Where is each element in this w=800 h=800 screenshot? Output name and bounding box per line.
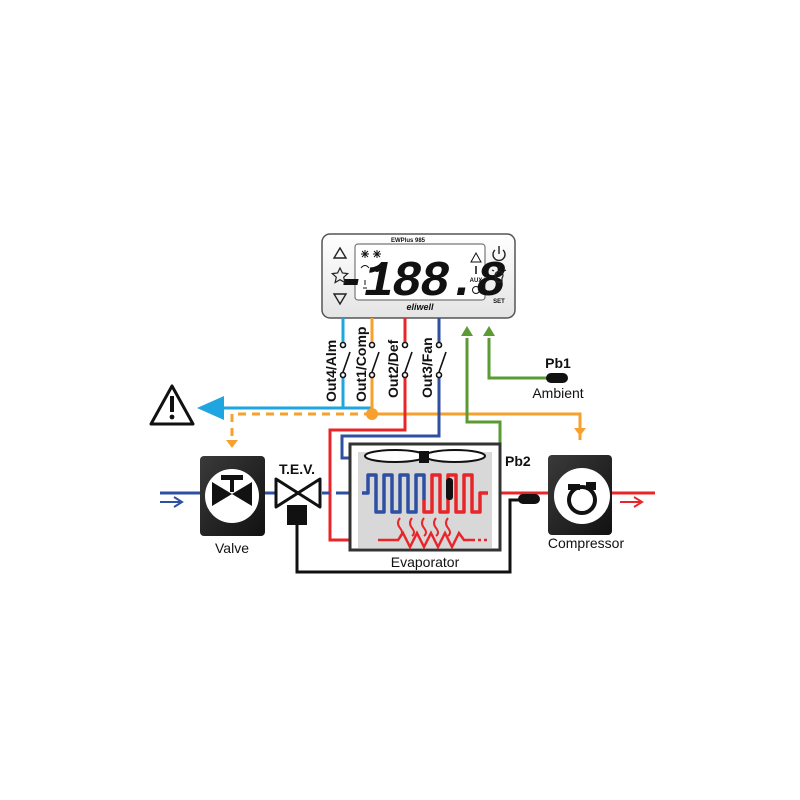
probe-wire-pb1 <box>483 326 548 380</box>
down-button-icon[interactable] <box>332 293 348 306</box>
lcd-readout: -188.8 <box>336 254 505 311</box>
evaporator-fan-icon <box>364 449 486 463</box>
set-button-label[interactable]: SET <box>493 299 505 305</box>
output-label-out1: Out1/Comp <box>353 327 369 402</box>
coil-cold <box>362 473 426 514</box>
controller-model: EWPlus 985 <box>391 238 426 244</box>
clock-icon <box>360 265 370 269</box>
snowflake-icon <box>361 250 369 258</box>
star-button-icon[interactable] <box>330 266 350 284</box>
wire-out1-comp <box>226 318 586 448</box>
brand-logo: eliwell <box>406 302 434 312</box>
relay-switches <box>339 341 447 379</box>
inlet-arrow-icon <box>160 496 184 508</box>
outlet-arrow-icon <box>620 496 644 508</box>
evaporator-label: Evaporator <box>391 554 460 570</box>
output-label-out3: Out3/Fan <box>419 337 435 398</box>
controller-unit: EWPlus 985 -188.8 AUX eliwell <box>321 233 516 319</box>
evaporator <box>348 442 502 552</box>
solenoid-valve <box>200 456 265 536</box>
aux-small-icon <box>472 286 480 294</box>
heat-waves-icon <box>397 517 451 537</box>
defrost-heater-icon <box>378 530 472 550</box>
alarm-small-icon <box>470 251 482 263</box>
thermostatic-expansion-valve <box>274 477 322 525</box>
pb2-sensor-icon <box>446 478 453 500</box>
tev-label: T.E.V. <box>279 461 315 477</box>
comp-junction <box>366 408 378 420</box>
pb1-sensor-icon <box>546 373 568 383</box>
compressor <box>548 455 612 535</box>
power-button-icon[interactable] <box>492 246 506 262</box>
light-button-icon[interactable] <box>491 266 507 283</box>
fan-icon <box>374 266 380 272</box>
output-label-out4: Out4/Alm <box>323 340 339 402</box>
pb1-sublabel: Ambient <box>532 385 583 401</box>
compressor-label: Compressor <box>548 535 625 551</box>
valve-label: Valve <box>215 540 249 556</box>
pb2-label: Pb2 <box>505 453 531 469</box>
wire-out4-alarm <box>197 318 372 420</box>
pb1-label: Pb1 <box>545 355 571 371</box>
coil-hot <box>422 473 488 514</box>
tev-bulb-line <box>295 498 522 574</box>
tev-bulb <box>518 494 540 504</box>
output-label-out2: Out2/Def <box>385 339 401 398</box>
aux-label: AUX <box>470 278 483 284</box>
up-button-icon[interactable] <box>332 246 348 259</box>
warning-triangle-icon <box>149 384 195 426</box>
defrost-icon <box>373 250 381 258</box>
thermometer-icon <box>363 280 367 289</box>
